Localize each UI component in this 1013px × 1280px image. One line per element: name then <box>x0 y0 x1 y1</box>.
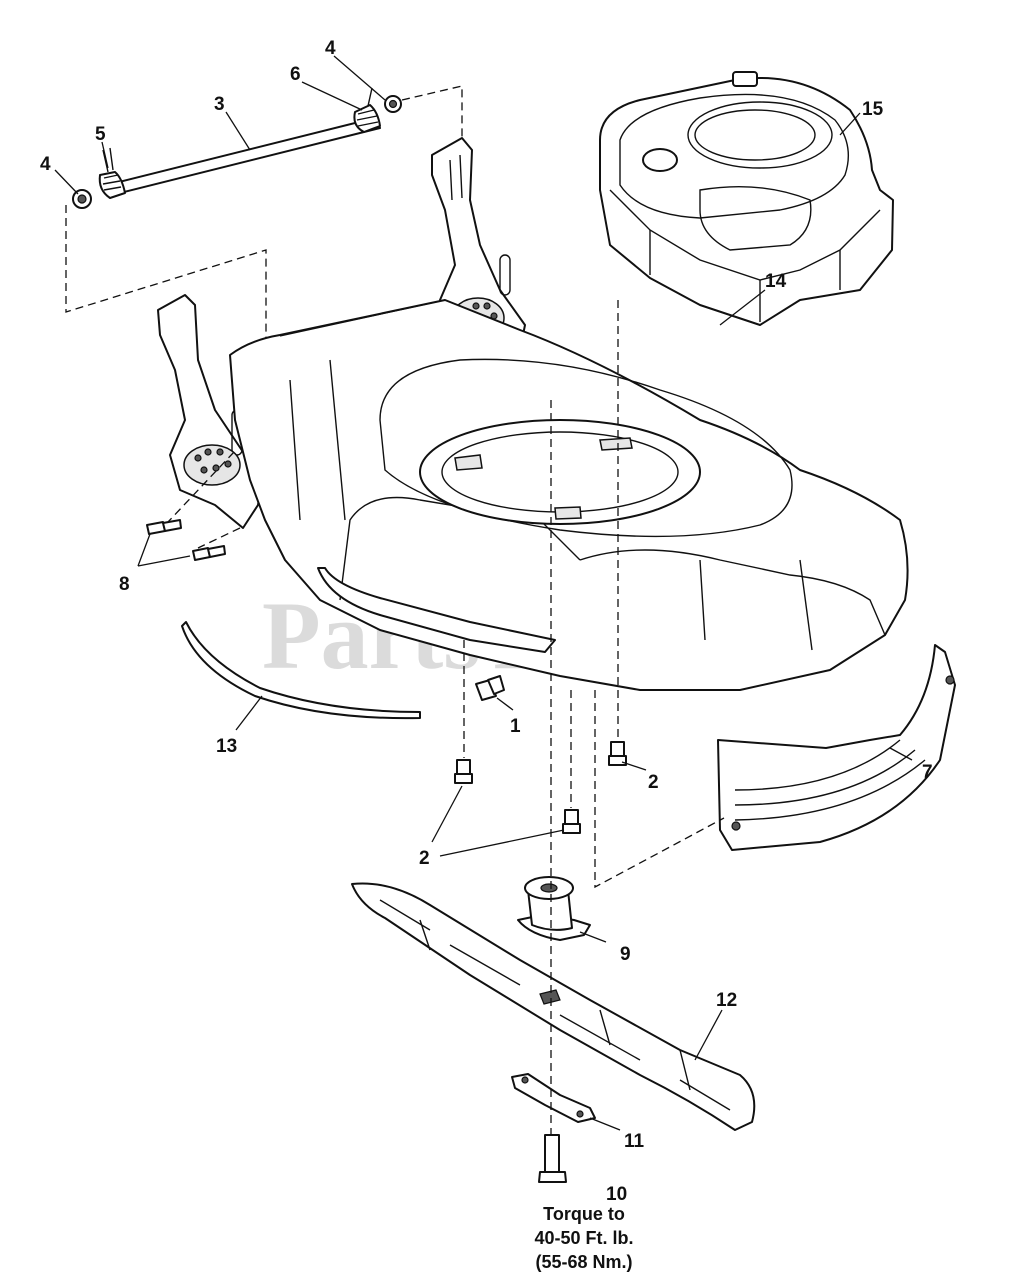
callout-part-3: 3 <box>214 94 225 115</box>
callout-part-14: 14 <box>765 271 787 292</box>
callout-part-6: 6 <box>290 64 301 85</box>
spring-part-5[interactable] <box>98 147 126 199</box>
engine-part-15[interactable] <box>599 71 894 326</box>
torque-note-line2: 40-50 Ft. lb. <box>534 1228 633 1248</box>
washer-part-4-left[interactable] <box>72 189 92 209</box>
callout-part-5: 5 <box>95 124 106 145</box>
spring-part-6[interactable] <box>353 87 381 133</box>
mower-deck-part-14[interactable] <box>229 299 909 691</box>
washer-part-4-right[interactable] <box>384 95 402 113</box>
bolt-part-2-right[interactable] <box>608 741 627 766</box>
callout-part-13: 13 <box>216 736 237 757</box>
bolt-part-2-left[interactable] <box>454 759 473 784</box>
bolt-part-8-upper[interactable] <box>146 519 182 535</box>
bolt-part-2-center[interactable] <box>562 809 581 834</box>
torque-note-line3: (55-68 Nm.) <box>535 1252 632 1272</box>
callout-part-15: 15 <box>862 99 884 120</box>
side-door-part-7[interactable] <box>717 644 956 851</box>
bolt-part-8-lower[interactable] <box>192 545 226 561</box>
callout-part-7: 7 <box>922 762 933 783</box>
callout-part-2-left: 2 <box>419 848 430 869</box>
rear-strip-part-13[interactable] <box>181 621 421 720</box>
callout-part-4-top: 4 <box>325 38 336 59</box>
callout-part-1: 1 <box>510 716 521 737</box>
blade-part-12[interactable] <box>351 882 756 1131</box>
callout-part-2-right: 2 <box>648 772 659 793</box>
bolt-part-1[interactable] <box>475 675 505 701</box>
callout-part-9: 9 <box>620 944 631 965</box>
callout-part-8: 8 <box>119 574 130 595</box>
torque-note-line1: Torque to <box>543 1204 625 1224</box>
height-adjuster-left[interactable] <box>157 294 263 529</box>
callout-part-11: 11 <box>624 1131 645 1152</box>
blade-adapter-part-9[interactable] <box>517 876 591 941</box>
callout-part-12: 12 <box>716 990 737 1011</box>
blade-support-part-11[interactable] <box>511 1073 596 1123</box>
callout-part-4-left: 4 <box>40 154 51 175</box>
blade-bolt-part-10[interactable] <box>538 1134 567 1183</box>
rear-axle-rod-part-3[interactable] <box>114 117 381 194</box>
callout-part-10: 10 <box>606 1184 627 1205</box>
